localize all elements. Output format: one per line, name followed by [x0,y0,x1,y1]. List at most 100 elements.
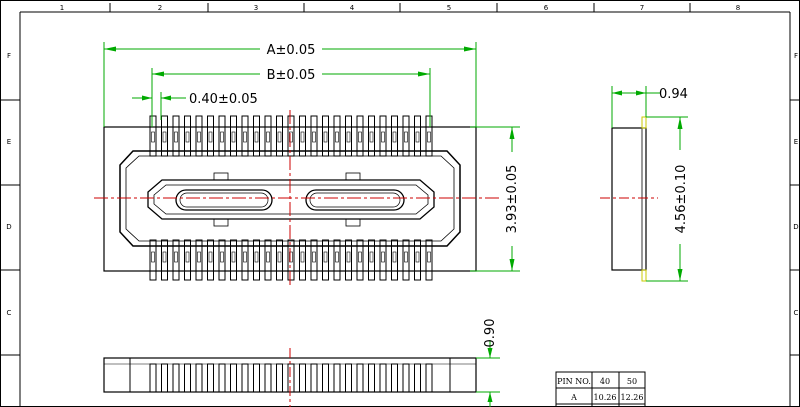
pin [218,115,226,157]
pin-table-cell: 10.26 [594,393,617,402]
pin-detail [346,251,351,263]
pin [425,115,433,157]
pin [322,363,329,393]
pin [356,115,364,157]
pin-detail [162,131,167,143]
pin [425,363,433,393]
pin [230,363,237,393]
pin [172,363,180,393]
dimension-A [103,42,477,127]
pin-detail [346,131,351,143]
pin [379,115,387,157]
pin [345,239,352,281]
bottom-pin-row [149,239,433,281]
pin-detail [392,251,397,263]
pin [379,239,387,281]
col-label-6: 6 [544,4,549,12]
pin [149,363,157,393]
pin-detail [277,131,282,143]
pin-detail [415,251,420,263]
slot-left [175,189,273,211]
center-island [147,179,435,220]
island-tab [213,172,229,181]
pin [230,239,237,281]
pin [402,239,410,281]
row-label-C-right: C [794,309,799,317]
pin-detail [254,131,259,143]
pin-detail [277,251,282,263]
pin-detail [266,131,270,143]
pin-detail [300,251,305,263]
pin [195,363,203,393]
pin [149,115,157,157]
island-tab [345,172,361,181]
pin [299,239,306,281]
row-label-F: F [7,52,11,60]
pin-detail [427,251,431,263]
pin [345,115,352,157]
dimension-side-width-label: 0.94 [659,87,688,102]
pin-table-cell: 12.26 [621,393,644,402]
pin [356,239,364,281]
pin [172,239,180,281]
pin-detail [174,131,178,143]
dimension-side-height [646,116,688,282]
pin [368,239,375,281]
pin [414,239,421,281]
slot-right-inner [309,192,401,208]
pin [425,239,433,281]
pin-detail [312,131,316,143]
pin [333,115,341,157]
pin [299,363,306,393]
dimension-B-label: B±0.05 [267,68,316,83]
dimension-side-width [611,86,660,128]
pin-detail [300,131,305,143]
pin-detail [358,251,362,263]
pin [356,363,364,393]
col-label-7: 7 [640,4,644,12]
pin [368,363,375,393]
pin-detail [208,131,213,143]
pin-detail [404,251,408,263]
pin-detail [197,131,201,143]
pin [368,115,375,157]
pin [253,239,260,281]
pin-table-header: PIN NO. [557,377,591,386]
pin [207,363,214,393]
pin-table: PIN NO. 40 50 A 10.26 12.26 [555,371,646,407]
pin [184,115,191,157]
pin-detail [415,131,420,143]
pin [264,239,272,281]
pin [391,115,398,157]
pin [230,115,237,157]
pin-detail [254,251,259,263]
col-label-5: 5 [447,4,451,12]
dimension-pitch-label: 0.40±0.05 [189,92,258,107]
col-label-1: 1 [60,4,64,12]
front-pin-row [149,363,433,393]
pin-detail [243,251,247,263]
pin [241,239,249,281]
row-label-D-right: D [793,223,798,231]
pin-table-header: 50 [627,377,637,386]
pin [310,239,318,281]
pin-detail [369,251,374,263]
pin-detail [335,131,339,143]
pin [276,363,283,393]
dimension-height [470,126,520,272]
pin [184,239,191,281]
pin [345,363,352,393]
pin-detail [220,131,224,143]
row-label-F-right: F [794,52,798,60]
pin [287,363,295,393]
pin [161,239,168,281]
pin-detail [220,251,224,263]
slot-right [305,189,405,211]
pin [149,239,157,281]
col-label-8: 8 [736,4,740,12]
pin [276,115,283,157]
pin-detail [185,251,190,263]
pin [253,363,260,393]
connector-front-view [103,348,477,407]
pin [414,115,421,157]
